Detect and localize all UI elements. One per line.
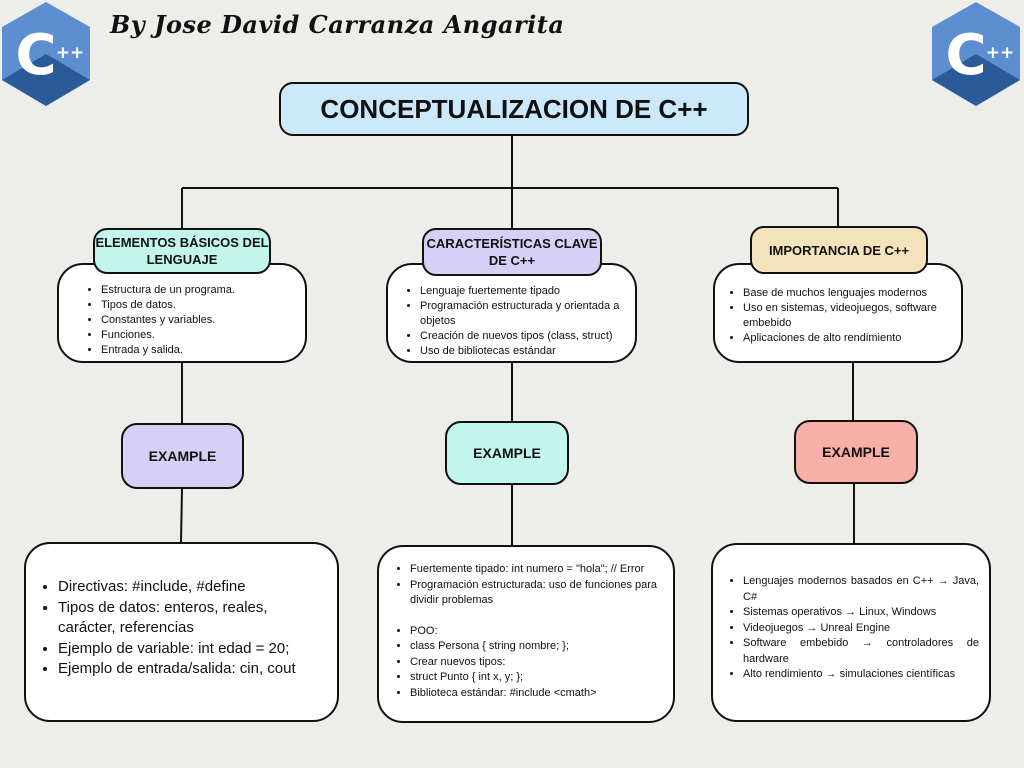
logo-plus: ++	[56, 43, 85, 63]
branch-heading-importancia: IMPORTANCIA DE C++	[750, 226, 928, 274]
example-list-left: Directivas: #include, #define Tipos de d…	[36, 577, 327, 680]
example-box-left: Directivas: #include, #define Tipos de d…	[24, 542, 339, 722]
list-item: Lenguaje fuertemente tipado	[420, 284, 623, 299]
branch-box-importancia: Base de muchos lenguajes modernos Uso en…	[713, 263, 963, 363]
branch-list-elementos: Estructura de un programa. Tipos de dato…	[79, 283, 295, 358]
list-item: Alto rendimiento → simulaciones científi…	[743, 667, 979, 683]
list-item: Tipos de datos: enteros, reales, carácte…	[58, 598, 327, 639]
diagram-title: CONCEPTUALIZACION DE C++	[279, 82, 749, 136]
connector-left-detail	[180, 488, 183, 543]
example-label-right: EXAMPLE	[794, 420, 918, 484]
branch-list-caracteristicas: Lenguaje fuertemente tipado Programación…	[398, 284, 623, 359]
example-list-center: Fuertemente tipado: int numero = "hola";…	[388, 562, 663, 701]
logo-letter: C	[945, 23, 986, 88]
list-item: Constantes y variables.	[101, 313, 295, 328]
branch-heading-caracteristicas: CARACTERÍSTICAS CLAVE DE C++	[422, 228, 602, 276]
list-item: struct Punto { int x, y; };	[410, 670, 663, 686]
list-item: Estructura de un programa.	[101, 283, 295, 298]
author-credit: By Jose David Carranza Angarita	[110, 10, 565, 39]
branch-heading-elementos: ELEMENTOS BÁSICOS DEL LENGUAJE	[93, 228, 271, 274]
cpp-logo-right: C ++	[932, 2, 1020, 106]
list-item: Lenguajes modernos basados en C++ → Java…	[743, 574, 979, 605]
list-item: POO:	[410, 624, 663, 640]
logo-letter: C	[15, 23, 56, 88]
list-item: Directivas: #include, #define	[58, 577, 327, 598]
list-item: Funciones.	[101, 328, 295, 343]
list-item: Uso de bibliotecas estándar	[420, 344, 623, 359]
list-item: Ejemplo de entrada/salida: cin, cout	[58, 659, 327, 680]
example-box-right: Lenguajes modernos basados en C++ → Java…	[711, 543, 991, 722]
list-item: Videojuegos → Unreal Engine	[743, 621, 979, 637]
list-item: Programación estructurada: uso de funcio…	[410, 578, 663, 609]
list-item: Creación de nuevos tipos (class, struct)	[420, 329, 623, 344]
example-list-right: Lenguajes modernos basados en C++ → Java…	[721, 574, 979, 683]
list-item: Fuertemente tipado: int numero = "hola";…	[410, 562, 663, 578]
list-item: Crear nuevos tipos:	[410, 655, 663, 671]
list-item: Uso en sistemas, videojuegos, software e…	[743, 301, 949, 331]
list-item: Ejemplo de variable: int edad = 20;	[58, 639, 327, 660]
list-item: Tipos de datos.	[101, 298, 295, 313]
list-item: class Persona { string nombre; };	[410, 639, 663, 655]
list-item: Entrada y salida.	[101, 343, 295, 358]
branch-list-importancia: Base de muchos lenguajes modernos Uso en…	[721, 286, 949, 346]
list-item: Software embebido → controladores de har…	[743, 636, 979, 667]
example-label-center: EXAMPLE	[445, 421, 569, 485]
example-box-center: Fuertemente tipado: int numero = "hola";…	[377, 545, 675, 723]
list-item: Sistemas operativos → Linux, Windows	[743, 605, 979, 621]
example-label-left: EXAMPLE	[121, 423, 244, 489]
list-item: Programación estructurada y orientada a …	[420, 299, 623, 329]
branch-box-elementos: Estructura de un programa. Tipos de dato…	[57, 263, 307, 363]
list-item: Aplicaciones de alto rendimiento	[743, 331, 949, 346]
logo-plus: ++	[986, 43, 1015, 63]
list-spacer	[410, 609, 663, 624]
list-item: Biblioteca estándar: #include <cmath>	[410, 686, 663, 702]
list-item: Base de muchos lenguajes modernos	[743, 286, 949, 301]
branch-box-caracteristicas: Lenguaje fuertemente tipado Programación…	[386, 263, 637, 363]
cpp-logo-left: C ++	[2, 2, 90, 106]
